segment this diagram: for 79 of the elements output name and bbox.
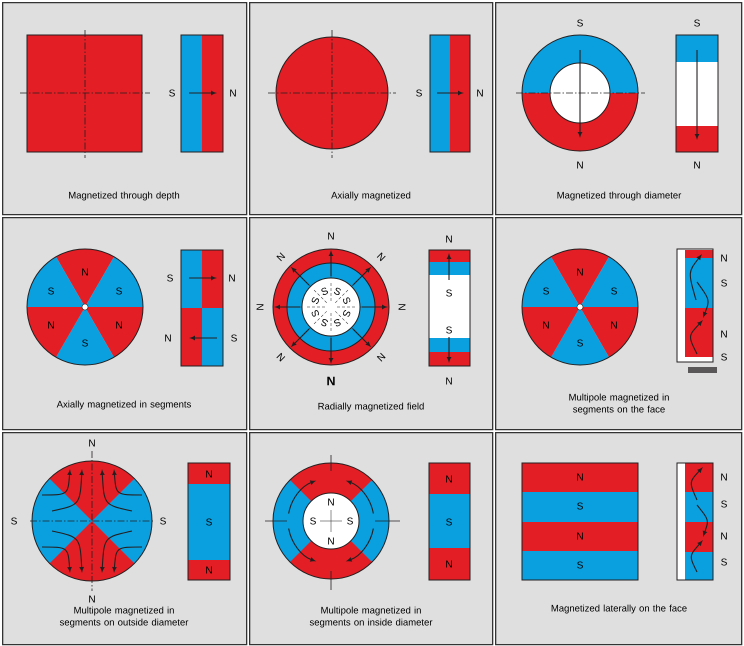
pole-label: N bbox=[276, 352, 286, 362]
panel-label: Multipole magnetized in segments on the face bbox=[569, 394, 669, 414]
pole-label: N bbox=[82, 268, 88, 276]
pole-label: N bbox=[477, 90, 483, 96]
pole-label: N bbox=[328, 498, 334, 506]
pole-label: N bbox=[230, 90, 236, 96]
panel-label: Radially magnetized field bbox=[318, 402, 424, 412]
pole-label: S bbox=[721, 500, 727, 508]
pole-label: S bbox=[82, 339, 88, 347]
panel-label: Magnetized laterally on the face bbox=[552, 604, 687, 614]
pole-label: S bbox=[334, 288, 341, 295]
pole-label: N bbox=[48, 322, 54, 328]
pole-label: S bbox=[416, 89, 422, 97]
pole-label: S bbox=[694, 19, 700, 27]
panel-label: Magnetized through depth bbox=[69, 192, 180, 200]
pole-label: N bbox=[577, 162, 583, 168]
pole-label: S bbox=[167, 274, 173, 282]
pole-label: N bbox=[327, 376, 335, 386]
pole-label: N bbox=[721, 532, 727, 540]
pole-label: N bbox=[376, 252, 386, 262]
pole-label: N bbox=[694, 162, 700, 168]
pole-label: S bbox=[343, 297, 350, 304]
pole-label: N bbox=[328, 538, 334, 544]
pole-label: N bbox=[611, 322, 617, 328]
pole-label: N bbox=[89, 596, 95, 602]
pole-label: S bbox=[116, 287, 122, 295]
pole-label: S bbox=[347, 517, 353, 525]
pole-label: S bbox=[312, 310, 319, 317]
pole-label: S bbox=[721, 279, 727, 287]
panel-label: Axially magnetized bbox=[331, 192, 410, 200]
pole-label: S bbox=[577, 561, 583, 569]
pole-label: N bbox=[543, 322, 549, 328]
pole-label: S bbox=[446, 326, 452, 334]
pole-label: N bbox=[398, 304, 406, 310]
pole-label: S bbox=[577, 19, 583, 27]
pole-label: N bbox=[206, 566, 212, 574]
pole-label: S bbox=[611, 287, 617, 295]
pole-label: S bbox=[577, 502, 583, 510]
pole-label: N bbox=[577, 532, 583, 540]
pole-label: S bbox=[721, 558, 727, 566]
panel-label: Multipole magnetized in segments on outside diameter bbox=[60, 606, 188, 628]
pole-label: S bbox=[206, 518, 212, 526]
pole-label: S bbox=[334, 319, 341, 326]
panel-label: Axially magnetized in segments bbox=[56, 400, 191, 410]
pole-label: N bbox=[577, 268, 583, 276]
pole-label: S bbox=[11, 517, 17, 525]
pole-label: N bbox=[577, 474, 583, 480]
pole-label: S bbox=[446, 518, 452, 526]
pole-label: S bbox=[321, 288, 328, 295]
pole-label: S bbox=[543, 287, 549, 295]
pole-label: N bbox=[721, 330, 727, 338]
pole-label: N bbox=[276, 252, 286, 262]
pole-label: S bbox=[48, 287, 54, 295]
pole-label: S bbox=[343, 310, 350, 317]
pole-label: N bbox=[446, 236, 452, 242]
pole-label: S bbox=[321, 319, 328, 326]
pole-label: S bbox=[231, 334, 237, 342]
pole-label: S bbox=[310, 517, 316, 525]
pole-label: N bbox=[721, 254, 727, 262]
pole-label: N bbox=[721, 474, 727, 480]
pole-label: S bbox=[721, 353, 727, 361]
pole-label: N bbox=[229, 274, 235, 282]
pole-label: S bbox=[577, 339, 583, 347]
pole-label: N bbox=[256, 304, 264, 310]
pole-label: N bbox=[446, 378, 452, 384]
pole-label: N bbox=[376, 352, 386, 362]
pole-label: S bbox=[446, 289, 452, 297]
panel-label: Magnetized through diameter bbox=[557, 192, 682, 200]
pole-label: N bbox=[206, 470, 212, 478]
pole-label: N bbox=[328, 232, 334, 240]
pole-label: N bbox=[446, 476, 452, 482]
pole-label: N bbox=[165, 334, 171, 342]
pole-label: S bbox=[169, 89, 175, 97]
pole-label: S bbox=[312, 297, 319, 304]
pole-label: S bbox=[160, 517, 166, 525]
pole-label: N bbox=[89, 440, 95, 446]
panel-label: Multipole magnetized in segments on inside diameter bbox=[310, 606, 432, 628]
pole-label: N bbox=[116, 322, 122, 328]
pole-label: N bbox=[446, 560, 452, 568]
